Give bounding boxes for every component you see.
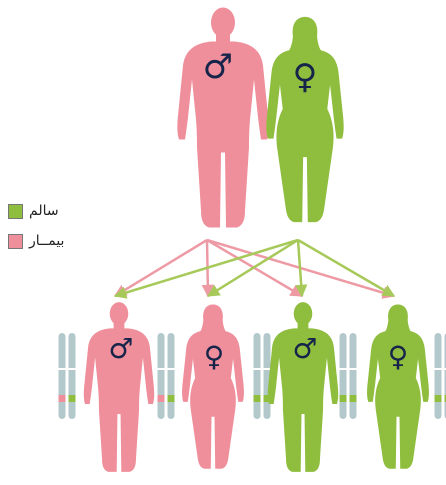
chromosome-pair-2 [158, 333, 175, 419]
chromosome-marker-band [254, 395, 261, 402]
child-child-1-male-affected: ♂ [84, 302, 154, 472]
male-symbol-icon: ♂ [203, 47, 233, 87]
chromosome [254, 333, 261, 419]
chromosome [69, 333, 76, 419]
person-silhouette [182, 305, 244, 469]
legend: سالم بیمــار [8, 200, 64, 260]
legend-label-affected: بیمــار [29, 233, 64, 249]
chromosome [59, 333, 66, 419]
chromosome [168, 333, 175, 419]
chromosome [158, 333, 165, 419]
parent-mother-female-healthy: ♀ [266, 17, 343, 222]
parent-father-male-affected: ♂ [177, 8, 268, 228]
female-symbol-icon: ♀ [388, 340, 409, 373]
chromosome-marker-band [69, 395, 76, 402]
chromosome [435, 333, 442, 419]
inheritance-arrow-father-to-child-1 [115, 240, 207, 296]
legend-swatch-healthy [8, 204, 23, 219]
chromosome-marker-band [435, 395, 442, 402]
chromosome-marker-band [340, 395, 347, 402]
chromosome-marker-band [158, 395, 165, 402]
chromosome-marker-band [168, 395, 175, 402]
female-symbol-icon: ♀ [204, 340, 225, 373]
person-silhouette [266, 17, 343, 222]
child-child-2-female-affected: ♀ [182, 305, 244, 469]
chromosome-pair-3 [254, 333, 271, 419]
inheritance-arrow-mother-to-child-4 [298, 240, 394, 296]
legend-label-healthy: سالم [29, 203, 59, 219]
chromosome-pair-5 [435, 333, 446, 419]
chromosome [350, 333, 357, 419]
female-symbol-icon: ♀ [293, 57, 318, 97]
legend-swatch-affected [8, 234, 23, 249]
person-silhouette [177, 8, 268, 228]
legend-item-affected: بیمــار [8, 230, 64, 252]
chromosome-pair-4 [340, 333, 357, 419]
legend-item-healthy: سالم [8, 200, 64, 222]
male-symbol-icon: ♂ [108, 332, 133, 365]
male-symbol-icon: ♂ [292, 332, 317, 365]
person-silhouette [84, 302, 154, 472]
chromosome-marker-band [59, 395, 66, 402]
child-child-3-male-healthy: ♂ [268, 302, 338, 472]
child-child-4-female-healthy: ♀ [367, 305, 429, 469]
chromosome-marker-band [350, 395, 357, 402]
chromosome-pair-1 [59, 333, 76, 419]
person-silhouette [268, 302, 338, 472]
person-silhouette [367, 305, 429, 469]
chromosome [340, 333, 347, 419]
